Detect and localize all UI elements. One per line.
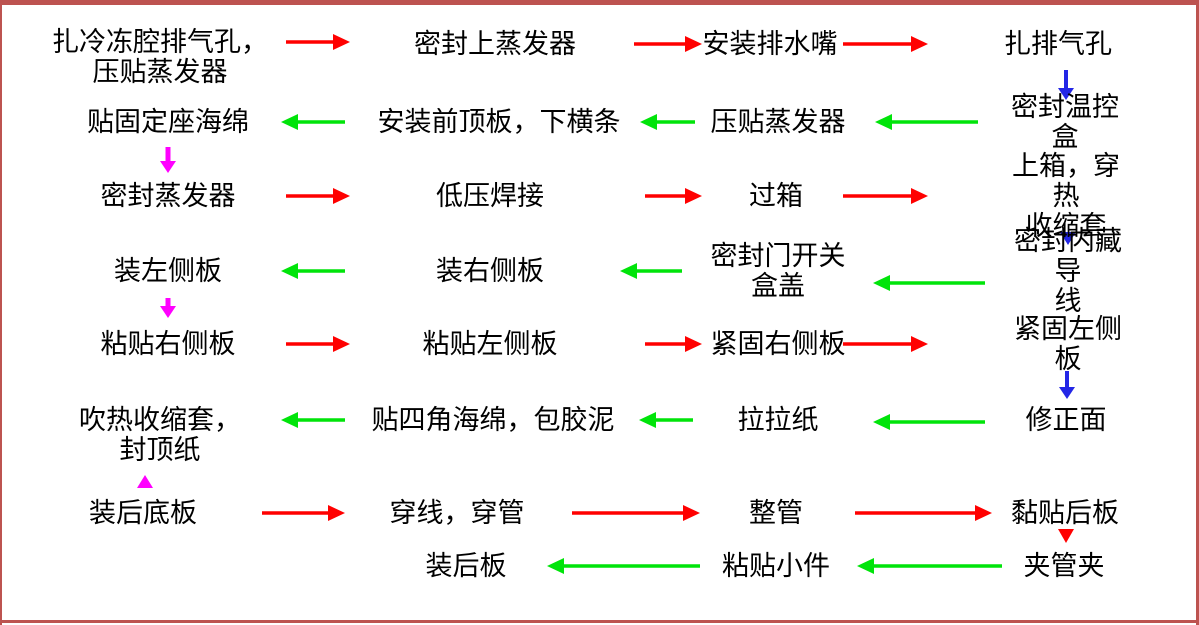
flow-step-17: 粘贴右侧板: [100, 329, 236, 359]
flow-step-11: 过箱: [749, 181, 803, 211]
down-arrow-icon: [160, 298, 176, 318]
forward-arrow-icon: [262, 505, 345, 521]
flow-step-30: 粘贴小件: [722, 551, 830, 581]
backward-arrow-icon: [281, 263, 345, 279]
frame-left-border: [0, 0, 2, 625]
flow-step-22: 贴四角海绵，包胶泥: [371, 405, 615, 435]
flow-step-1: 扎冷冻腔排气孔， 压贴蒸发器: [52, 27, 268, 87]
flow-step-19: 紧固右侧板: [710, 329, 846, 359]
flow-step-14: 装右侧板: [436, 256, 544, 286]
frame-right-border: [1196, 0, 1199, 625]
flow-step-29: 装后板: [425, 551, 507, 581]
forward-arrow-icon: [645, 336, 702, 352]
frame-bottom-border: [0, 620, 1199, 623]
backward-arrow-icon: [281, 412, 345, 428]
down-arrow-icon: [1058, 529, 1074, 543]
flow-step-3: 安装排水嘴: [702, 29, 838, 59]
flow-step-5: 贴固定座海绵: [87, 107, 249, 137]
down-arrow-icon: [1060, 232, 1076, 245]
flow-step-2: 密封上蒸发器: [414, 29, 576, 59]
down-arrow-icon: [160, 147, 176, 173]
frame-top-border: [0, 0, 1199, 5]
flow-step-4: 扎排气孔: [1004, 29, 1112, 59]
backward-arrow-icon: [873, 414, 985, 430]
forward-arrow-icon: [843, 336, 928, 352]
down-arrow-icon: [1059, 371, 1075, 399]
forward-arrow-icon: [286, 336, 350, 352]
flow-step-9: 密封蒸发器: [100, 181, 236, 211]
flow-step-7: 压贴蒸发器: [710, 107, 846, 137]
forward-arrow-icon: [572, 505, 700, 521]
forward-arrow-icon: [855, 505, 992, 521]
backward-arrow-icon: [875, 114, 978, 130]
forward-arrow-icon: [286, 34, 350, 50]
forward-arrow-icon: [634, 36, 702, 52]
flow-step-26: 穿线，穿管: [389, 498, 525, 528]
forward-arrow-icon: [645, 188, 702, 204]
flow-step-16: 密封内藏导 线: [1014, 226, 1122, 316]
forward-arrow-icon: [286, 188, 350, 204]
flow-step-21: 吹热收缩套， 封顶纸: [79, 405, 241, 465]
backward-arrow-icon: [281, 114, 345, 130]
forward-arrow-icon: [843, 188, 928, 204]
flow-step-20: 紧固左侧板: [1014, 314, 1122, 374]
flow-step-15: 密封门开关 盒盖: [710, 241, 846, 301]
flow-step-8: 密封温控盒: [1011, 92, 1119, 152]
flow-step-24: 修正面: [1025, 405, 1107, 435]
flow-step-27: 整管: [749, 498, 803, 528]
flow-step-31: 夹管夹: [1023, 551, 1105, 581]
flow-step-28: 黏贴后板: [1011, 498, 1119, 528]
flow-step-25: 装后底板: [89, 498, 197, 528]
backward-arrow-icon: [620, 263, 682, 279]
flow-step-18: 粘贴左侧板: [422, 329, 558, 359]
flow-step-10: 低压焊接: [436, 181, 544, 211]
flow-step-6: 安装前顶板，下横条: [377, 107, 621, 137]
flow-step-13: 装左侧板: [114, 256, 222, 286]
flow-step-23: 拉拉纸: [737, 405, 819, 435]
up-arrow-icon: [137, 475, 153, 488]
backward-arrow-icon: [547, 558, 700, 574]
backward-arrow-icon: [857, 558, 1002, 574]
forward-arrow-icon: [843, 36, 928, 52]
flow-step-12: 上箱，穿热 收缩套: [1012, 151, 1120, 241]
backward-arrow-icon: [640, 114, 695, 130]
down-arrow-icon: [1058, 70, 1074, 100]
backward-arrow-icon: [873, 275, 985, 291]
backward-arrow-icon: [639, 412, 693, 428]
